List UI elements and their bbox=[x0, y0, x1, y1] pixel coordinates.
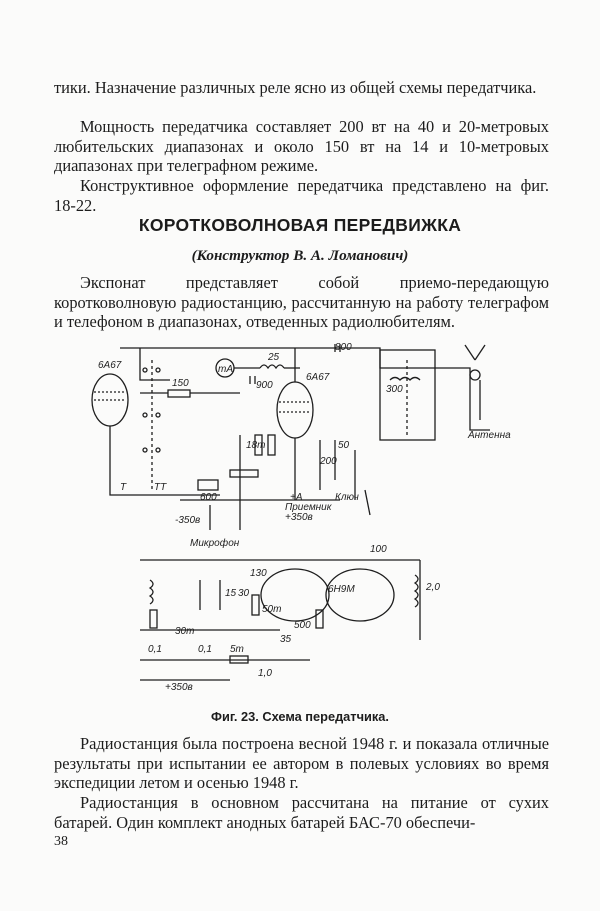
resistor-18m bbox=[254, 434, 263, 456]
label-cap-100: 100 bbox=[370, 544, 387, 555]
paragraph-power: Мощность передатчика составляет 200 вт н… bbox=[54, 117, 549, 176]
coil-25 bbox=[259, 364, 285, 370]
label-cap-300: 300 bbox=[386, 384, 403, 395]
label-cap-01a: 0,1 bbox=[148, 644, 162, 655]
label-receiver: Приемник bbox=[285, 502, 333, 513]
antenna-symbol bbox=[474, 344, 486, 361]
section-byline: (Конструктор В. А. Ломанович) bbox=[191, 247, 409, 264]
paragraph-construction: Конструктивное оформление передатчика пр… bbox=[54, 176, 549, 215]
label-antenna: Антенна bbox=[467, 430, 511, 441]
label-coil-2: 2,0 bbox=[425, 582, 440, 593]
transformer-600 bbox=[197, 479, 219, 491]
label-minus-350: -350в bbox=[175, 515, 200, 526]
paragraph-power-supply: Радиостанция в основном рассчитана на пи… bbox=[54, 793, 549, 832]
wire bbox=[139, 348, 170, 381]
label-cap-900: 900 bbox=[256, 380, 273, 391]
wire bbox=[109, 480, 220, 496]
wire bbox=[435, 367, 490, 431]
label-res-18m: 18m bbox=[246, 440, 265, 451]
label-cap-35: 35 bbox=[280, 634, 292, 645]
label-tube-mid: 6А67 bbox=[306, 372, 330, 383]
label-plus-350-top: +350в bbox=[285, 512, 313, 523]
band-switch-box bbox=[379, 349, 436, 441]
coil-300 bbox=[389, 376, 421, 381]
contact bbox=[142, 412, 148, 418]
tube-mid bbox=[276, 381, 314, 439]
label-t: Т bbox=[120, 482, 127, 493]
label-tube-left: 6А67 bbox=[98, 360, 122, 371]
paragraph-testing: Радиостанция была построена весной 1948 … bbox=[54, 734, 549, 793]
coil-2 bbox=[413, 574, 419, 608]
resistor-50m bbox=[251, 594, 260, 616]
label-ma: mA bbox=[218, 364, 233, 375]
resistor-150 bbox=[167, 389, 191, 398]
label-cap-200: 200 bbox=[319, 456, 337, 467]
label-cap-10: 1,0 bbox=[258, 668, 272, 679]
antenna-symbol bbox=[464, 344, 476, 361]
resistor bbox=[149, 609, 158, 629]
lamp bbox=[469, 369, 481, 381]
paragraph-continuation: тики. Назначение различных реле ясно из … bbox=[54, 78, 537, 97]
label-cap-800: 800 bbox=[335, 342, 352, 353]
label-res-600: 600 bbox=[200, 492, 217, 503]
label-tt: ТТ bbox=[154, 482, 167, 493]
page-number: 38 bbox=[54, 834, 68, 849]
label-res-30m: 30m bbox=[175, 626, 194, 637]
coil-left bbox=[148, 579, 154, 605]
contact bbox=[142, 447, 148, 453]
label-cap-01b: 0,1 bbox=[198, 644, 212, 655]
tube-bottom-right bbox=[325, 568, 395, 622]
label-res-5m: 5m bbox=[230, 644, 244, 655]
tube-bottom-left bbox=[260, 568, 330, 622]
resistor bbox=[267, 434, 276, 456]
label-cap-15: 15 bbox=[225, 588, 237, 599]
label-cap-500: 500 bbox=[294, 620, 311, 631]
label-coil-25: 25 bbox=[267, 352, 280, 363]
label-plus-a: +А bbox=[290, 492, 303, 503]
transmitter-schematic: 6А67 6А67 6Н9М 800 900 150 25 18m 50 200… bbox=[91, 342, 511, 693]
paragraph-exhibit: Экспонат представляет собой приемо-перед… bbox=[54, 273, 549, 332]
contact bbox=[155, 367, 161, 373]
label-res-50m: 50m bbox=[262, 604, 281, 615]
label-res-150: 150 bbox=[172, 378, 189, 389]
label-cap-50: 50 bbox=[338, 440, 350, 451]
label-cap-30: 30 bbox=[238, 588, 250, 599]
key-switch bbox=[364, 489, 371, 516]
resistor-5m bbox=[229, 655, 249, 664]
label-key: Ключ bbox=[335, 492, 359, 503]
contact bbox=[155, 412, 161, 418]
resistor bbox=[229, 469, 259, 478]
label-tube-bottom: 6Н9М bbox=[328, 584, 355, 595]
figure-caption: Фиг. 23. Схема передатчика. bbox=[211, 709, 389, 724]
label-plus-350-bottom: +350в bbox=[165, 682, 193, 693]
section-heading: КОРОТКОВОЛНОВАЯ ПЕРЕДВИЖКА bbox=[138, 215, 462, 235]
contact bbox=[155, 447, 161, 453]
contact bbox=[142, 367, 148, 373]
label-microphone: Микрофон bbox=[190, 537, 240, 549]
label-cap-130: 130 bbox=[250, 568, 267, 579]
resistor bbox=[315, 609, 324, 629]
